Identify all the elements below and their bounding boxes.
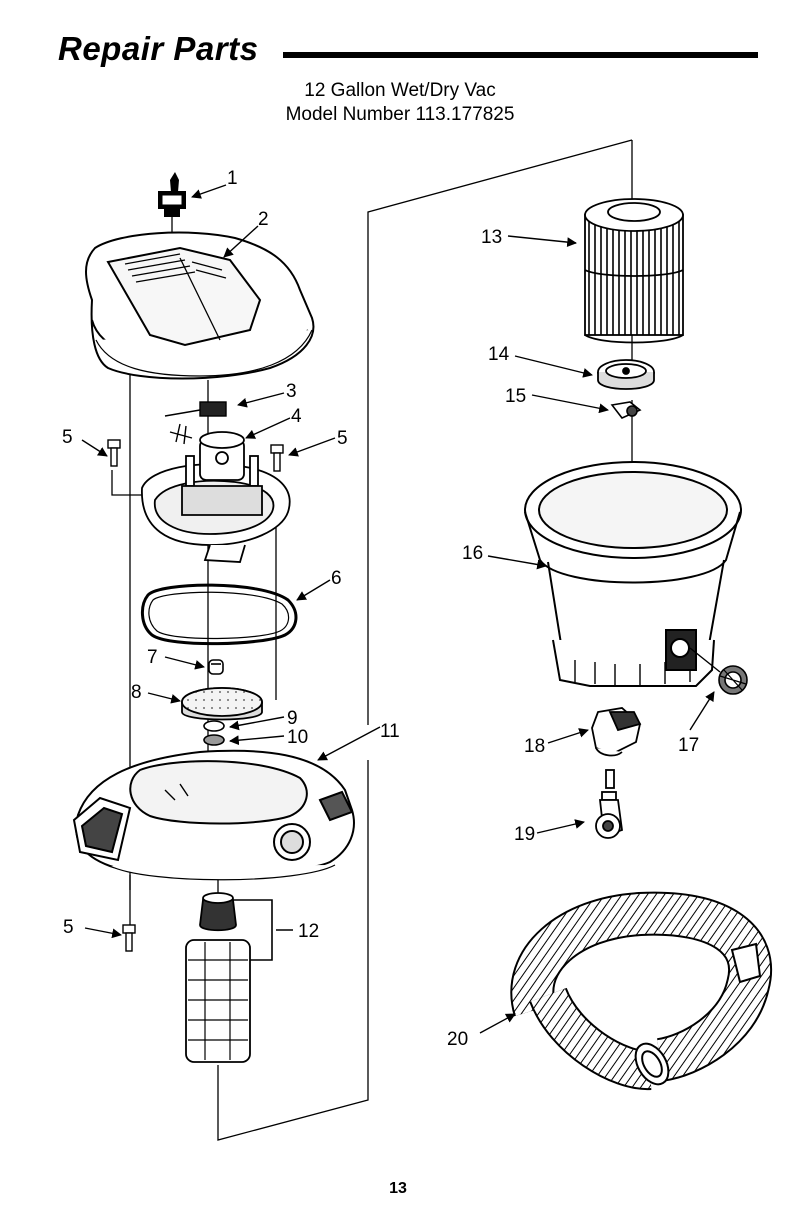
foam-filter-part bbox=[186, 893, 272, 1062]
callout-1: 1 bbox=[227, 168, 238, 189]
hose-part bbox=[532, 914, 760, 1090]
callout-12: 12 bbox=[298, 921, 319, 942]
callout-19: 19 bbox=[514, 824, 535, 845]
callout-7: 7 bbox=[147, 647, 158, 668]
drain-cap-part bbox=[719, 666, 747, 694]
collection-tank-part bbox=[525, 462, 741, 686]
callout-13: 13 bbox=[481, 227, 502, 248]
filter-retainer-part bbox=[209, 660, 223, 674]
callout-20: 20 bbox=[447, 1029, 468, 1050]
filter-cage-cap-part bbox=[598, 360, 654, 389]
caster-mount-part bbox=[592, 708, 640, 788]
callout-5-left: 5 bbox=[62, 427, 73, 448]
float-part bbox=[204, 721, 224, 745]
callout-14: 14 bbox=[488, 344, 510, 365]
callout-15: 15 bbox=[505, 386, 526, 407]
callout-9: 9 bbox=[287, 708, 298, 729]
wing-nut-part bbox=[612, 402, 640, 418]
tank-lid-part bbox=[74, 751, 354, 880]
callout-4: 4 bbox=[291, 406, 302, 427]
motor-cover-part bbox=[86, 233, 313, 379]
callout-6: 6 bbox=[331, 568, 342, 589]
caster-part bbox=[596, 792, 622, 838]
callout-8: 8 bbox=[131, 682, 142, 703]
motor-assembly-part bbox=[142, 432, 290, 562]
callout-11: 11 bbox=[380, 721, 400, 742]
callout-3: 3 bbox=[286, 381, 297, 402]
callout-2: 2 bbox=[258, 209, 269, 230]
callout-5-right: 5 bbox=[337, 428, 348, 449]
gasket-part bbox=[142, 585, 296, 644]
callout-5-bottom: 5 bbox=[63, 917, 74, 938]
callout-16: 16 bbox=[462, 543, 483, 564]
disc-filter-part bbox=[182, 688, 262, 720]
page-number: 13 bbox=[386, 1180, 410, 1198]
callout-17: 17 bbox=[678, 735, 699, 756]
cartridge-filter-part bbox=[585, 199, 683, 343]
callout-18: 18 bbox=[524, 736, 545, 757]
callout-10: 10 bbox=[287, 727, 308, 748]
